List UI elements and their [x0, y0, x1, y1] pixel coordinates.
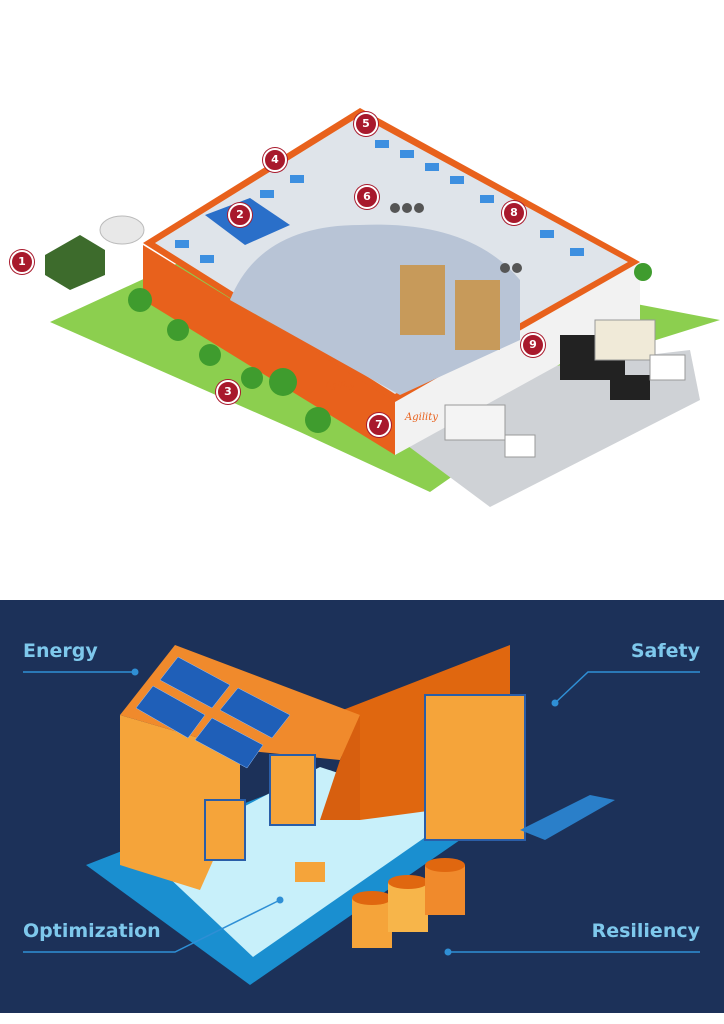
warehouse-aerial-drawing: Agility Agility [45, 108, 720, 507]
house-gable [320, 715, 360, 820]
marker-9[interactable]: 9 [521, 333, 545, 357]
trees [128, 263, 652, 433]
marker-8[interactable]: 8 [502, 201, 526, 225]
storage-tanks [352, 858, 465, 948]
interior-cutaway [230, 224, 520, 395]
generator [45, 215, 145, 290]
marker-3[interactable]: 3 [216, 380, 240, 404]
hvac-units [390, 203, 522, 273]
label-energy: Energy [23, 640, 98, 662]
agility-logo: Agility [404, 412, 438, 423]
label-optimization: Optimization [23, 920, 161, 942]
racks [400, 265, 500, 350]
trucks [444, 319, 686, 458]
callout-dots [131, 668, 559, 956]
safety-callout-line [554, 671, 700, 704]
marker-6[interactable]: 6 [355, 185, 379, 209]
forklift [295, 862, 325, 882]
conveyor [520, 795, 615, 840]
marker-7[interactable]: 7 [367, 413, 391, 437]
warehouse-isometric-drawing [23, 645, 700, 985]
warehouse-overview-illustration: Agility Agility 1 2 3 4 5 6 7 8 9 [10, 108, 720, 507]
optimization-callout-line [23, 899, 281, 953]
marker-1[interactable]: 1 [10, 250, 34, 274]
label-resiliency: Resiliency [591, 920, 700, 942]
callout-lines [23, 671, 700, 953]
marker-5[interactable]: 5 [354, 112, 378, 136]
solar-panels [135, 656, 291, 769]
agility-logo-wall: Agility [324, 381, 356, 391]
label-safety: Safety [630, 640, 700, 662]
marker-2[interactable]: 2 [228, 203, 252, 227]
marker-4[interactable]: 4 [263, 148, 287, 172]
building-left-wall [143, 245, 395, 455]
warehouse-pillars-panel: Energy Safety Optimization Resiliency [0, 600, 724, 1013]
shelving-racks [204, 694, 526, 861]
